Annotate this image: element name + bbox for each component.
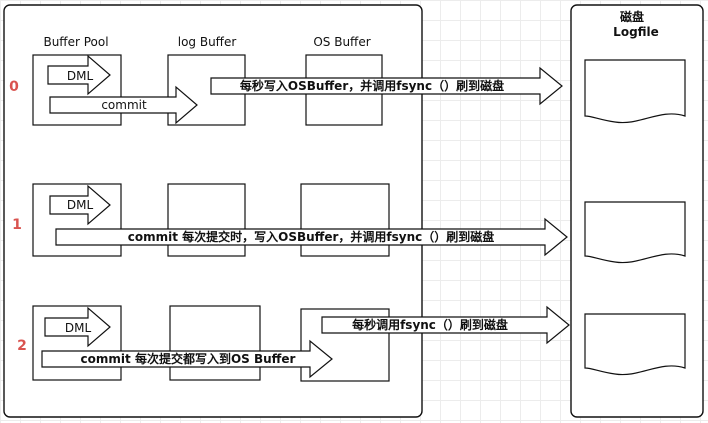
header-buffer-pool: Buffer Pool — [43, 35, 108, 49]
dml-label-2: DML — [65, 321, 92, 335]
commit-arrow-1 — [55, 217, 568, 257]
log-buffer-box-2 — [169, 305, 261, 381]
buffer-pool-box-2 — [32, 305, 122, 381]
logfile-doc-1 — [584, 201, 686, 264]
header-disk: 磁盘 — [619, 9, 644, 24]
header-os-buffer: OS Buffer — [313, 35, 370, 49]
row-number-2: 2 — [17, 338, 27, 354]
logfile-doc-0 — [584, 59, 686, 124]
flush-label-0: 每秒写入OSBuffer，并调用fsync（）刷到磁盘 — [240, 78, 504, 93]
header-logfile: Logfile — [613, 25, 659, 39]
commit-label-0: commit — [101, 98, 147, 112]
dml-label-0: DML — [67, 69, 94, 83]
dml-arrow-0 — [47, 54, 111, 96]
header-log-buffer: log Buffer — [178, 35, 237, 49]
commit-label-2: commit 每次提交都写入到OS Buffer — [81, 351, 296, 366]
flush-label-2: 每秒调用fsync（）刷到磁盘 — [352, 317, 508, 332]
commit-arrow-0 — [49, 85, 198, 125]
row-number-1: 1 — [12, 217, 22, 233]
dml-label-1: DML — [67, 198, 94, 212]
commit-arrow-2 — [41, 339, 333, 379]
dml-arrow-1 — [49, 184, 111, 226]
dml-arrow-2 — [44, 306, 111, 348]
row-number-0: 0 — [9, 79, 19, 95]
flush-arrow-0 — [210, 66, 563, 106]
logfile-doc-2 — [584, 313, 686, 376]
commit-label-1: commit 每次提交时，写入OSBuffer，并调用fsync（）刷到磁盘 — [128, 229, 495, 244]
flush-arrow-2 — [321, 305, 570, 345]
